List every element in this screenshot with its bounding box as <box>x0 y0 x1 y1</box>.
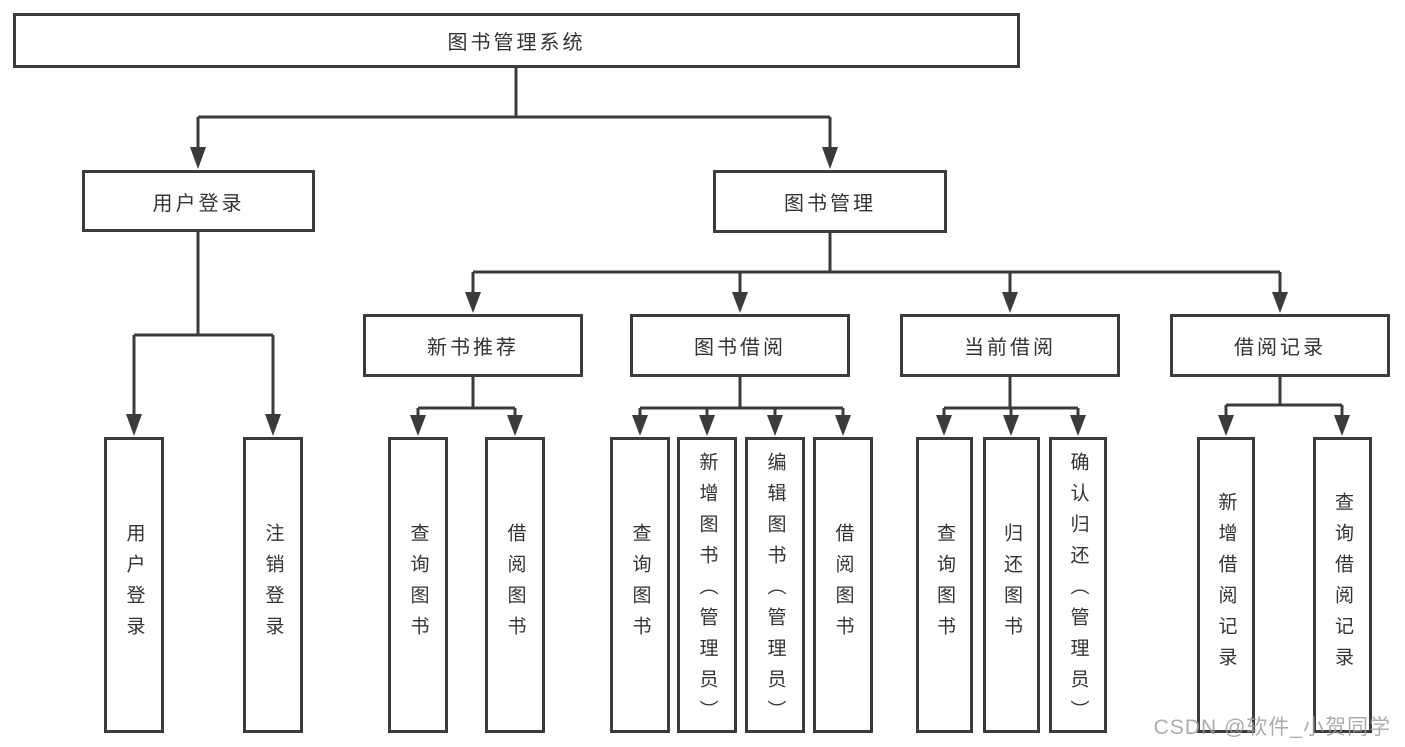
arrow-down-icon <box>1003 415 1019 436</box>
node-user-login: 用户登录 <box>82 170 315 232</box>
edge-root-trunk <box>196 68 832 149</box>
arrow-down-icon <box>265 414 281 436</box>
arrow-down-icon <box>410 415 426 436</box>
leaf-query-books: 查询图书 <box>916 437 973 733</box>
leaf-confirm-return-admin: 确认归还（管理员） <box>1049 437 1107 733</box>
leaf-query-books: 查询图书 <box>610 437 670 733</box>
edge-borrow-record-branch <box>1224 377 1344 417</box>
edge-user-login-branch <box>132 232 275 416</box>
arrow-down-icon <box>767 415 783 436</box>
node-current-borrow: 当前借阅 <box>900 314 1120 377</box>
leaf-add-books-admin: 新增图书（管理员） <box>677 437 737 733</box>
arrow-down-icon <box>699 415 715 436</box>
arrow-down-icon <box>465 292 481 313</box>
leaf-add-borrow-record: 新增借阅记录 <box>1197 437 1255 733</box>
leaf-borrow-books: 借阅图书 <box>485 437 545 733</box>
edge-current-borrow-branch <box>942 377 1080 417</box>
node-book-management: 图书管理 <box>713 170 947 233</box>
leaf-user-login: 用户登录 <box>104 437 164 733</box>
edge-new-book-branch <box>416 377 517 417</box>
arrow-down-icon <box>126 414 142 436</box>
arrow-down-icon <box>632 415 648 436</box>
arrow-down-icon <box>1272 292 1288 313</box>
leaf-return-books: 归还图书 <box>983 437 1040 733</box>
edge-book-management-branch <box>471 233 1282 294</box>
arrow-down-icon <box>190 147 206 169</box>
node-library-management-system: 图书管理系统 <box>13 13 1020 68</box>
node-new-book-recommend: 新书推荐 <box>363 314 583 377</box>
arrow-down-icon <box>1334 415 1350 436</box>
node-borrow-record: 借阅记录 <box>1170 314 1390 377</box>
edge-book-borrow-branch <box>638 377 845 417</box>
arrow-down-icon <box>822 147 838 169</box>
arrow-down-icon <box>936 415 952 436</box>
arrow-down-icon <box>507 415 523 436</box>
arrow-down-icon <box>732 292 748 313</box>
arrow-down-icon <box>1070 415 1086 436</box>
arrow-down-icon <box>1002 292 1018 313</box>
leaf-query-borrow-record: 查询借阅记录 <box>1313 437 1372 733</box>
arrow-down-icon <box>1218 415 1234 436</box>
node-book-borrow: 图书借阅 <box>630 314 850 377</box>
arrow-down-icon <box>835 415 851 436</box>
leaf-borrow-books: 借阅图书 <box>813 437 873 733</box>
leaf-edit-books-admin: 编辑图书（管理员） <box>745 437 805 733</box>
leaf-query-books: 查询图书 <box>388 437 448 733</box>
csdn-watermark: CSDN @软件_小贺同学 <box>1153 716 1391 739</box>
leaf-logout: 注销登录 <box>243 437 303 733</box>
